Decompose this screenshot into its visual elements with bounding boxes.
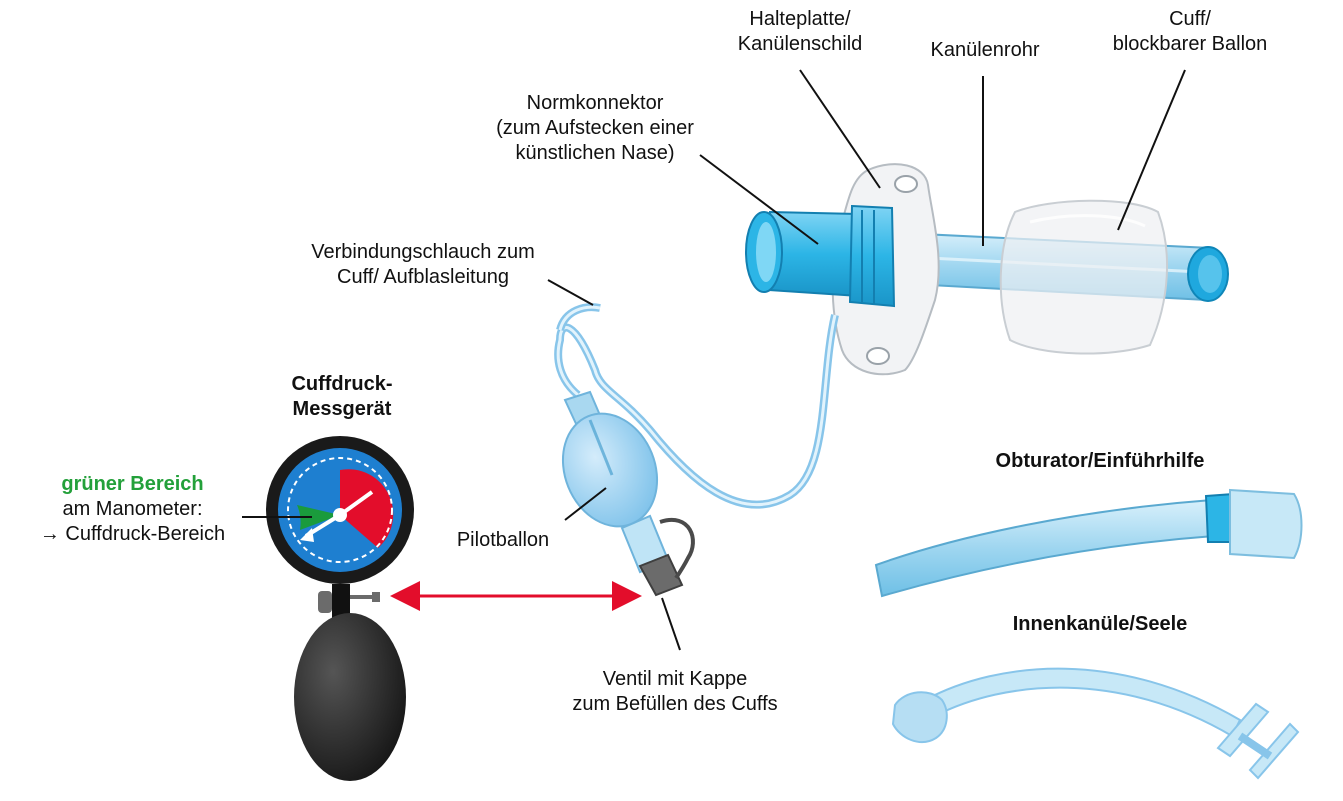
label-verbindungsschlauch: Verbindungschlauch zum Cuff/ Aufblasleit… — [278, 240, 568, 290]
label-ventil-line2: zum Befüllen des Cuffs — [572, 693, 778, 715]
flange-hole-top — [894, 175, 918, 193]
standard-connector — [745, 204, 896, 308]
label-normkonnektor-line1: Normkonnektor — [526, 92, 664, 114]
label-cuff-line2: blockbarer Ballon — [1112, 33, 1268, 55]
pilot-balloon — [561, 390, 695, 597]
label-gruener-bereich-line2: am Manometer: — [62, 498, 203, 520]
inner-cannula — [891, 667, 1300, 780]
label-gruener-bereich: grüner Bereich am Manometer: → Cuffdruck… — [10, 472, 255, 547]
gauge-release-valve — [318, 591, 332, 613]
gauge-green-zone — [297, 505, 340, 530]
label-verbindungsschlauch-line1: Verbindungschlauch zum — [311, 241, 535, 263]
label-normkonnektor-line3: künstlichen Nase) — [515, 142, 675, 164]
label-cuff-line1: Cuff/ — [1169, 8, 1211, 30]
label-cuffdruck-messgeraet: Cuffdruck- Messgerät — [262, 372, 422, 422]
cuff-balloon — [999, 199, 1169, 355]
gauge-red-zone — [340, 469, 394, 548]
valve-cap — [638, 553, 684, 597]
obturator — [874, 488, 1303, 598]
label-gruener-bereich-highlight: grüner Bereich — [61, 473, 204, 495]
label-innenkanuele: Innenkanüle/Seele — [1012, 613, 1188, 635]
leader-lines — [242, 69, 1186, 651]
label-halteplatte-line2: Kanülenschild — [737, 33, 863, 55]
label-normkonnektor: Normkonnektor (zum Aufstecken einer küns… — [450, 91, 740, 166]
inflation-bulb — [294, 613, 406, 781]
label-pilotballon: Pilotballon — [456, 529, 550, 551]
label-normkonnektor-line2: (zum Aufstecken einer — [496, 117, 694, 139]
cuff-pressure-gauge — [266, 436, 414, 622]
label-verbindungsschlauch-line2: Cuff/ Aufblasleitung — [337, 266, 509, 288]
label-gruener-bereich-line3: → Cuffdruck-Bereich — [39, 523, 226, 545]
label-cuff: Cuff/ blockbarer Ballon — [1090, 7, 1290, 57]
inflation-line — [554, 303, 839, 509]
flange-hole-bottom — [866, 347, 890, 365]
label-obturator: Obturator/Einführhilfe — [995, 450, 1205, 472]
label-halteplatte: Halteplatte/ Kanülenschild — [705, 7, 895, 57]
label-cuffdruck-line1: Cuffdruck- — [291, 373, 393, 395]
label-ventil: Ventil mit Kappe zum Befüllen des Cuffs — [540, 667, 810, 717]
label-cuffdruck-line2: Messgerät — [292, 398, 392, 420]
label-ventil-line1: Ventil mit Kappe — [602, 668, 748, 690]
label-halteplatte-line1: Halteplatte/ — [749, 8, 851, 30]
label-kanuelenrohr: Kanülenrohr — [930, 39, 1040, 61]
